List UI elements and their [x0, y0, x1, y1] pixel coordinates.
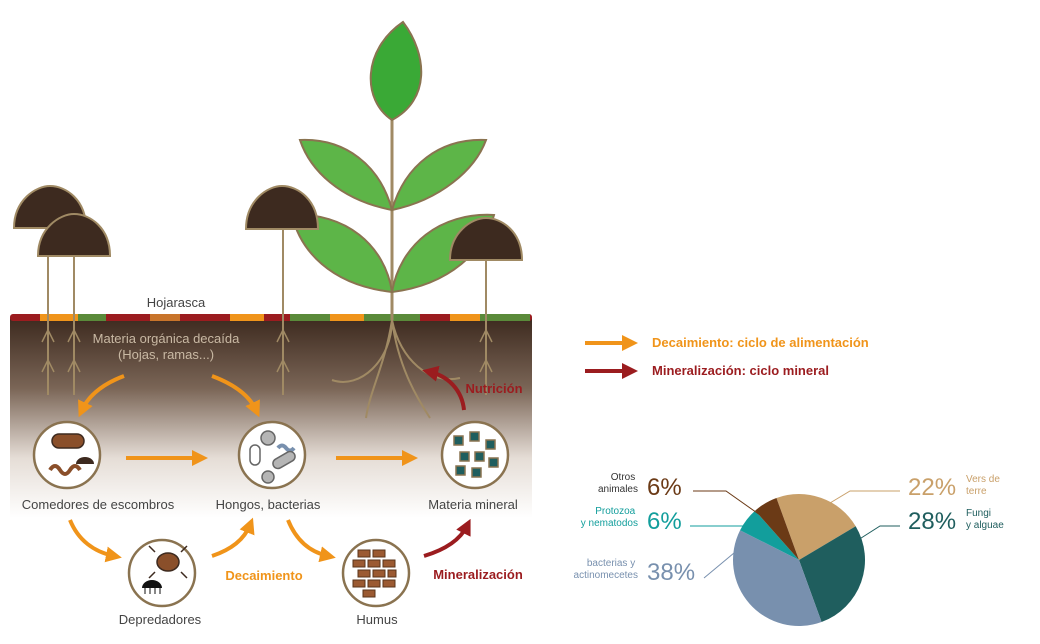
pie-slice: [799, 526, 865, 623]
arrow-mineral-to-plant: [422, 365, 466, 411]
arrow-fungi-to-humus: [286, 519, 336, 563]
mushroom-icon: [244, 184, 320, 395]
mushroom-roots: [41, 329, 493, 373]
pie-value-bacteria: 38%: [647, 559, 695, 586]
arrow-predators-to-fungi: [211, 517, 255, 558]
decay-arrows: [68, 365, 471, 563]
mineralization-label: Mineralización: [433, 567, 523, 582]
pie-value-earthworms: 22%: [908, 474, 956, 501]
pie-value-others: 6%: [647, 474, 682, 501]
pie-chart: [733, 494, 865, 626]
litter-strip: [10, 314, 532, 321]
legend-item-mineralization: Mineralización: ciclo mineral: [585, 363, 829, 379]
detritivores-label: Comedores de escombros: [22, 497, 175, 512]
mineral-matter-label: Materia mineral: [428, 497, 518, 512]
surface-label: Hojarasca: [147, 295, 206, 310]
pie-label-protozoa: Protozoa y nematodos: [581, 506, 638, 529]
pie-label-earthworms: Vers de terre: [966, 474, 1003, 497]
node-humus: [341, 538, 411, 608]
node-fungi-bacteria: [237, 420, 307, 490]
decay-label: Decaimiento: [225, 568, 302, 583]
node-predators: [127, 538, 197, 608]
organic-matter-sublabel: (Hojas, ramas...): [118, 347, 214, 362]
arrow-detritivores-to-predators: [68, 519, 122, 563]
node-detritivores: [32, 420, 102, 490]
mushroom-icon: [448, 216, 524, 395]
pie-label-fungi: Fungi y alguae: [966, 508, 1004, 531]
humus-label: Humus: [356, 612, 398, 627]
pie-slice: [776, 494, 856, 560]
pie-slice: [740, 510, 799, 560]
pie-label-bacteria: bacterias y actinomecetes: [574, 558, 638, 581]
legend: Decaimiento: ciclo de alimentación Miner…: [585, 335, 869, 379]
pie-slice: [733, 530, 822, 626]
node-mineral-matter: [440, 420, 510, 490]
predators-label: Depredadores: [119, 612, 202, 627]
pie-slice: [755, 497, 799, 560]
pie-value-fungi: 28%: [908, 508, 956, 535]
pie-labels: Otros animales 6% Protozoa y nematodos 6…: [574, 472, 1005, 586]
nutrition-label: Nutrición: [465, 381, 522, 396]
pie-label-others: Otros animales: [598, 472, 638, 495]
arrow-organic-to-fungi: [211, 374, 260, 418]
mushroom-icon: [36, 212, 112, 395]
legend-item-decay: Decaimiento: ciclo de alimentación: [585, 335, 869, 351]
plant-illustration: [290, 20, 496, 419]
organic-matter-label: Materia orgánica decaída: [93, 331, 240, 346]
pie-value-protozoa: 6%: [647, 508, 682, 535]
arrow-organic-to-detritivores: [78, 374, 125, 418]
legend-label-mineralization: Mineralización: ciclo mineral: [652, 363, 829, 378]
arrow-humus-to-mineral: [423, 518, 471, 558]
legend-label-decay: Decaimiento: ciclo de alimentación: [652, 335, 869, 350]
fungi-bacteria-label: Hongos, bacterias: [216, 497, 321, 512]
